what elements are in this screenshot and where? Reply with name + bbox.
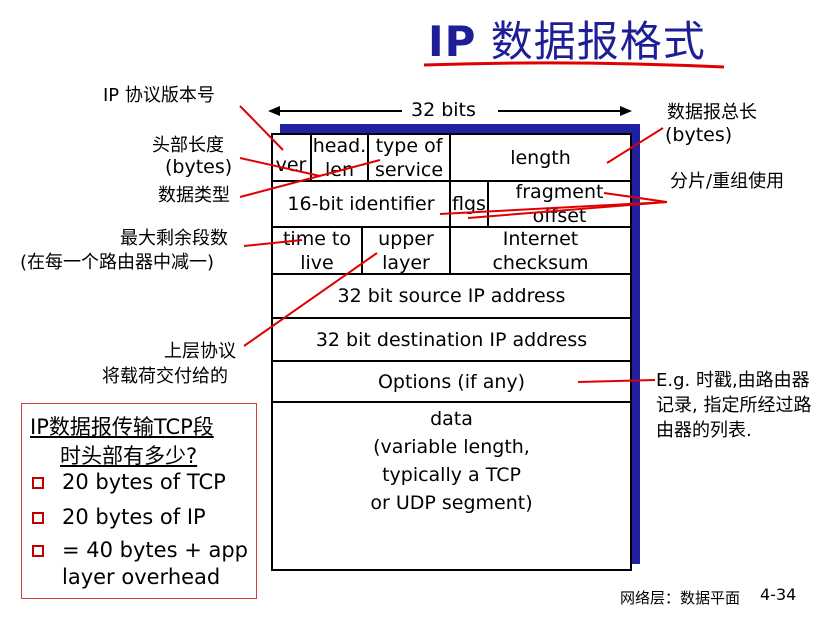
- question-line-2: 时头部有多少?: [60, 444, 198, 468]
- row-divider: [271, 317, 632, 319]
- datagram-header: [271, 133, 632, 571]
- answer-bullet-continued: layer overhead: [62, 565, 221, 589]
- bullet-icon: [32, 477, 44, 489]
- col-divider: [310, 133, 312, 181]
- annotation-total-length-unit: (bytes): [665, 124, 733, 146]
- annotation-options-2: 记录, 指定所经过路: [656, 395, 812, 416]
- answer-bullet: = 40 bytes + app: [62, 538, 248, 562]
- field-data: data (variable length, typically a TCP o…: [370, 408, 533, 514]
- annotation-upper-protocol-note: 将载荷交付给的: [102, 366, 228, 387]
- annotation-ip-version: IP 协议版本号: [103, 85, 215, 106]
- annotation-ttl-note: (在每一个路由器中减一): [20, 252, 215, 273]
- col-divider: [361, 227, 363, 274]
- bullet-icon: [32, 512, 44, 524]
- row-divider: [271, 401, 632, 403]
- annotation-ttl: 最大剩余段数: [120, 228, 228, 249]
- field-options: Options (if any): [377, 370, 526, 393]
- annotation-options: E.g. 时戳,由路由器: [656, 370, 810, 391]
- bullet-icon: [32, 545, 44, 557]
- field-length: length: [510, 147, 571, 169]
- footer-text: 网络层：数据平面: [620, 589, 741, 607]
- row-divider: [271, 180, 632, 182]
- row-divider: [271, 273, 632, 275]
- annotation-header-length: 头部长度: [152, 135, 224, 156]
- question-line-1: IP数据报传输TCP段: [30, 415, 214, 439]
- answer-bullet: 20 bytes of IP: [62, 505, 206, 529]
- col-divider: [487, 181, 489, 227]
- question-box: [21, 403, 257, 599]
- field-identifier: 16-bit identifier: [287, 193, 435, 215]
- title-underline: [423, 61, 725, 69]
- footer-page-number: 4-34: [760, 585, 797, 604]
- bits-label: 32 bits: [411, 99, 476, 121]
- row-divider: [271, 360, 632, 362]
- title-rest: 数据报格式: [476, 17, 706, 66]
- annotation-header-length-unit: (bytes): [165, 156, 233, 178]
- row-divider: [271, 226, 632, 228]
- answer-bullet: 20 bytes of TCP: [62, 470, 226, 494]
- annotation-options-3: 由器的列表.: [656, 420, 752, 441]
- annotation-total-length: 数据报总长: [667, 102, 757, 123]
- field-destination-ip: 32 bit destination IP address: [315, 328, 588, 351]
- bits-arrows: [268, 106, 632, 116]
- slide-title: IP 数据报格式: [428, 8, 706, 69]
- annotation-upper-protocol: 上层协议: [164, 341, 236, 362]
- field-source-ip: 32 bit source IP address: [337, 285, 566, 307]
- annotation-data-type: 数据类型: [158, 185, 230, 206]
- col-divider: [367, 133, 369, 181]
- col-divider: [449, 133, 451, 274]
- title-prefix: IP: [428, 17, 477, 66]
- field-flags: flgs: [452, 193, 486, 215]
- annotation-fragment: 分片/重组使用: [670, 171, 785, 192]
